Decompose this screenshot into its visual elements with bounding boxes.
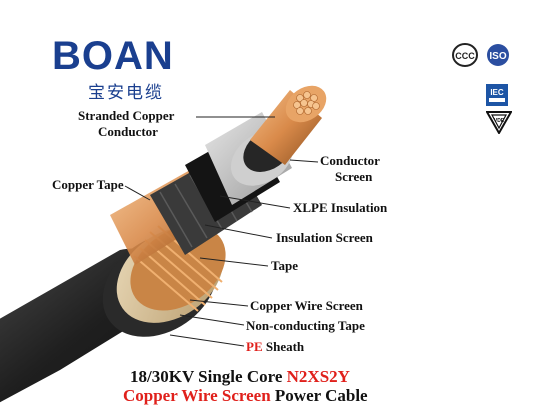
label-copper-wire-screen: Copper Wire Screen	[250, 298, 363, 313]
iec-icon: IEC	[486, 84, 508, 106]
leader-lines	[124, 116, 319, 347]
caption-line1-prefix: 18/30KV Single Core	[130, 367, 287, 386]
iso-mark: ISO	[489, 51, 506, 62]
label-conductor-screen-line2: Screen	[335, 169, 373, 184]
caption-line2: Copper Wire Screen Power Cable	[123, 386, 368, 406]
label-non-conducting-tape: Non-conducting Tape	[246, 318, 365, 333]
label-pe-sheath: PE Sheath	[246, 339, 304, 355]
caption-model-code: N2XS2Y	[286, 367, 350, 386]
iec-mark: IEC	[490, 88, 504, 97]
brand-logo: BOAN	[52, 34, 174, 78]
label-conductor-line2: Conductor	[98, 124, 158, 139]
label-sheath: Sheath	[265, 339, 305, 354]
caption-line1: 18/30KV Single Core N2XS2Y	[130, 367, 350, 387]
conductor-layer	[250, 85, 327, 165]
label-tape: Tape	[271, 258, 298, 273]
brand-logo-cn: 宝安电缆	[88, 83, 164, 103]
label-insulation-screen: Insulation Screen	[276, 230, 373, 245]
vde-mark: VDE	[494, 118, 505, 124]
caption-line2-red: Copper Wire Screen	[123, 386, 271, 405]
label-xlpe: XLPE Insulation	[293, 200, 388, 215]
ccc-mark: CCC	[455, 51, 475, 61]
ccc-iso-icon: CCC ISO	[452, 43, 509, 67]
label-conductor-line1: Stranded Copper	[78, 108, 175, 123]
vde-icon: VDE	[486, 111, 512, 134]
caption-line2-suffix: Power Cable	[270, 386, 368, 405]
label-pe: PE	[246, 339, 263, 354]
label-copper-tape: Copper Tape	[52, 177, 124, 192]
label-conductor-screen-line1: Conductor	[320, 153, 380, 168]
